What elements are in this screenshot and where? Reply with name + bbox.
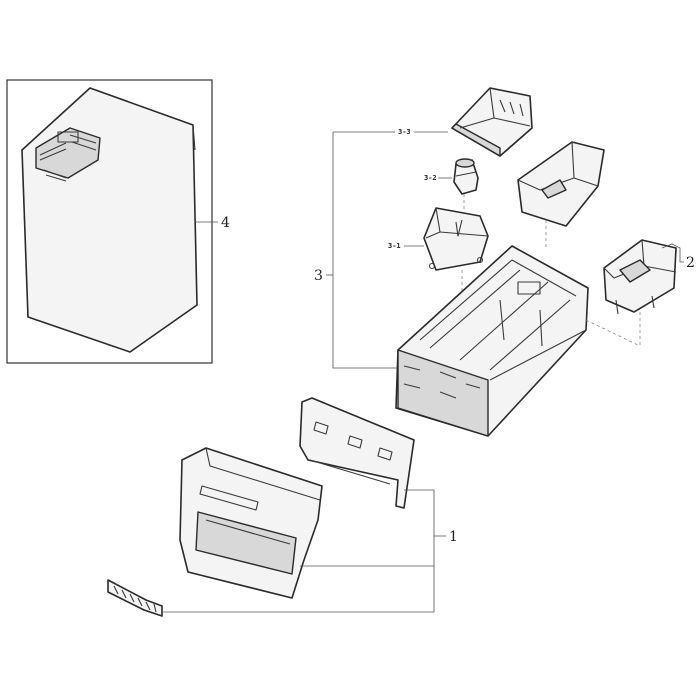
part-3-2-cap (453, 158, 479, 212)
drawer-insert-piece (107, 579, 163, 617)
inset-frame (6, 79, 213, 364)
drawer-housing (395, 245, 641, 437)
callout-3-1: 3-1 (388, 242, 401, 250)
callout-2: 2 (686, 255, 695, 271)
part-4-inset: 4 (6, 79, 230, 364)
washer-body (21, 87, 198, 353)
drawer-front-panel (179, 447, 323, 599)
drawer-inner-panel (299, 397, 415, 509)
part-1-leaders (162, 489, 446, 613)
bleach-cup (517, 141, 605, 250)
callout-4: 4 (221, 215, 230, 231)
callout-3: 3 (314, 268, 323, 284)
part-2-cup (603, 239, 684, 346)
callout-3-2: 3-2 (424, 174, 437, 182)
callout-1: 1 (449, 529, 458, 545)
part-3-3-tray (451, 87, 533, 157)
part-3-leaders: 3 3-3 3-2 3-1 (314, 128, 452, 369)
callout-3-3: 3-3 (398, 128, 411, 136)
part-3-1-cup (423, 207, 489, 330)
